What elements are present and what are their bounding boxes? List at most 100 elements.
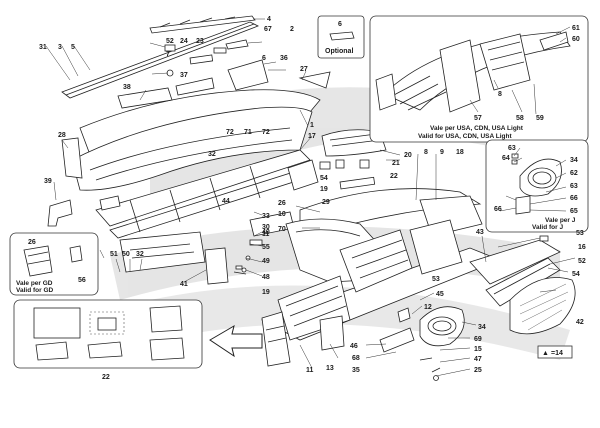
callout-70: 70 bbox=[278, 226, 286, 233]
callout-8-usa: 8 bbox=[498, 91, 502, 98]
callout-36: 36 bbox=[280, 55, 288, 62]
callout-29: 29 bbox=[322, 199, 330, 206]
callout-53-mid: 53 bbox=[432, 276, 440, 283]
callout-52-top: 52 bbox=[166, 38, 174, 45]
callout-59: 59 bbox=[536, 115, 544, 122]
callout-67: 67 bbox=[264, 26, 272, 33]
callout-7: 7 bbox=[166, 51, 170, 58]
side-trim-panel bbox=[469, 235, 576, 335]
callout-20: 20 bbox=[404, 152, 412, 159]
callout-16: 16 bbox=[578, 244, 586, 251]
callout-12: 12 bbox=[424, 304, 432, 311]
callout-63-top: 63 bbox=[508, 145, 516, 152]
assembly-direction-arrow bbox=[209, 324, 263, 358]
callout-2: 2 bbox=[290, 26, 294, 33]
callout-68: 68 bbox=[352, 355, 360, 362]
callout-39: 39 bbox=[44, 178, 52, 185]
j-note-english: Valid for J bbox=[532, 224, 563, 231]
callout-5: 5 bbox=[71, 44, 75, 51]
callout-51: 51 bbox=[110, 251, 118, 258]
callout-31: 31 bbox=[39, 44, 47, 51]
callout-23: 23 bbox=[196, 38, 204, 45]
air-vent-right bbox=[419, 306, 465, 347]
callout-32-top: 32 bbox=[208, 151, 216, 158]
dashboard-beam bbox=[260, 219, 502, 367]
callout-69: 69 bbox=[474, 336, 482, 343]
callout-4: 4 bbox=[267, 16, 271, 23]
callout-30: 30 bbox=[262, 224, 270, 231]
callout-41: 41 bbox=[180, 281, 188, 288]
callout-optional-6: 6 bbox=[338, 21, 342, 28]
callout-26-mid: 26 bbox=[278, 200, 286, 207]
callout-38: 38 bbox=[123, 84, 131, 91]
callout-21: 21 bbox=[392, 160, 400, 167]
callout-66-left: 66 bbox=[494, 206, 502, 213]
callout-13: 13 bbox=[326, 365, 334, 372]
callout-63-mid: 63 bbox=[570, 183, 578, 190]
gd-note-english: Valid for GD bbox=[16, 287, 54, 294]
small-clips bbox=[164, 44, 331, 96]
callout-1: 1 bbox=[310, 122, 314, 129]
callout-62: 62 bbox=[570, 170, 578, 177]
usa-inset bbox=[369, 15, 589, 143]
callout-26-gd: 26 bbox=[28, 239, 36, 246]
callout-57: 57 bbox=[474, 115, 482, 122]
optional-label: Optional bbox=[325, 48, 353, 55]
callout-64: 64 bbox=[502, 155, 510, 162]
callout-52-right: 52 bbox=[578, 258, 586, 265]
callout-37: 37 bbox=[180, 72, 188, 79]
callout-66-right: 66 bbox=[570, 195, 578, 202]
callout-18: 18 bbox=[456, 149, 464, 156]
callout-25: 25 bbox=[474, 367, 482, 374]
callout-6-top: 6 bbox=[262, 55, 266, 62]
dashboard-frame bbox=[95, 149, 311, 285]
callout-54-right: 54 bbox=[572, 271, 580, 278]
upper-trim-strip bbox=[61, 15, 259, 99]
callout-53-right-top: 53 bbox=[576, 230, 584, 237]
callout-72-left: 72 bbox=[226, 129, 234, 136]
callout-54-mid: 54 bbox=[320, 175, 328, 182]
variant-notes: Optional Vale per USA, CDN, USA Light Va… bbox=[16, 48, 576, 294]
callout-28: 28 bbox=[58, 132, 66, 139]
callout-17: 17 bbox=[308, 133, 316, 140]
usa-note-english: Valid for USA, CDN, USA Light bbox=[418, 133, 512, 140]
callout-10: 10 bbox=[278, 211, 286, 218]
callout-34-j: 34 bbox=[570, 157, 578, 164]
callout-24: 24 bbox=[180, 38, 188, 45]
callout-34-bottom: 34 bbox=[478, 324, 486, 331]
callout-60: 60 bbox=[572, 36, 580, 43]
callout-65: 65 bbox=[570, 208, 578, 215]
callout-15: 15 bbox=[474, 346, 482, 353]
callout-44: 44 bbox=[222, 198, 230, 205]
optional-inset bbox=[317, 15, 365, 59]
usa-note-italian: Vale per USA, CDN, USA Light bbox=[430, 125, 524, 132]
callout-32-bottom: 32 bbox=[136, 251, 144, 258]
callout-71: 71 bbox=[244, 129, 252, 136]
callout-3: 3 bbox=[58, 44, 62, 51]
callout-19-mid: 19 bbox=[320, 186, 328, 193]
callout-9: 9 bbox=[440, 149, 444, 156]
callout-19-bottom: 19 bbox=[262, 289, 270, 296]
callout-labels: 4 67 2 31 3 5 52 24 23 7 6 36 27 37 38 1… bbox=[28, 16, 586, 381]
callout-11-bottom: 11 bbox=[306, 367, 314, 374]
legend-text: =14 bbox=[551, 350, 563, 357]
callout-22-bottom: 22 bbox=[102, 374, 110, 381]
bottom-left-inset bbox=[13, 299, 203, 369]
callout-49: 49 bbox=[262, 258, 270, 265]
callout-61: 61 bbox=[572, 25, 580, 32]
legend-box: ▲ =14 bbox=[537, 345, 573, 359]
dashboard-upper-shell bbox=[61, 87, 321, 191]
callout-22-mid: 22 bbox=[390, 173, 398, 180]
callout-43: 43 bbox=[476, 229, 484, 236]
callout-48: 48 bbox=[262, 274, 270, 281]
callout-58: 58 bbox=[516, 115, 524, 122]
callout-72-right: 72 bbox=[262, 129, 270, 136]
callout-35: 35 bbox=[352, 367, 360, 374]
callout-27: 27 bbox=[300, 66, 308, 73]
callout-55: 55 bbox=[262, 244, 270, 251]
callout-56: 56 bbox=[78, 277, 86, 284]
callout-42: 42 bbox=[576, 319, 584, 326]
gd-inset bbox=[9, 232, 99, 296]
